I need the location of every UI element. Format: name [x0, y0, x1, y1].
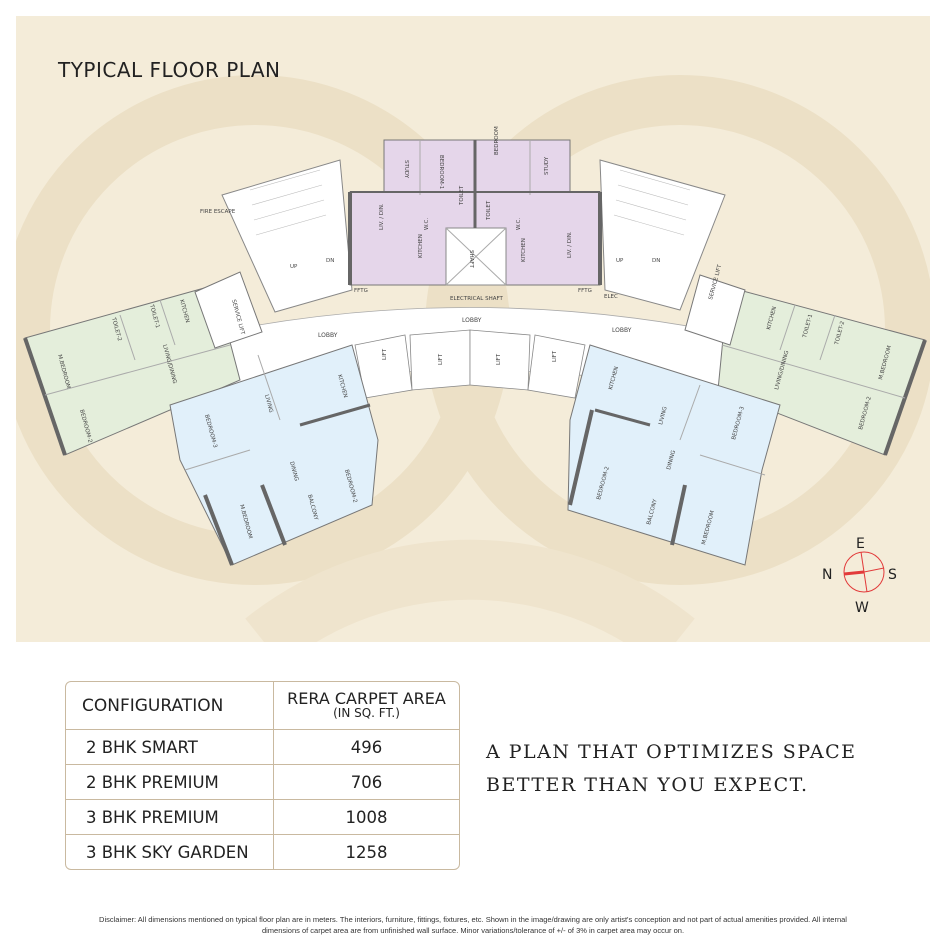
config-cell: 3 BHK PREMIUM	[66, 799, 274, 835]
header-area-unit: (IN SQ. FT.)	[333, 705, 400, 720]
label-bedroom-right: BEDROOM	[494, 126, 500, 155]
label-toilet-right: TOILET	[486, 200, 492, 221]
label-dining-blue-left: DINING	[288, 461, 299, 482]
disclaimer: Disclaimer: All dimensions mentioned on …	[20, 914, 926, 936]
compass-ring	[843, 551, 885, 593]
label-lobby-left: LOBBY	[318, 332, 338, 339]
label-kitchen-blue-left: KITCHEN	[336, 374, 348, 399]
floor-plan-panel: LOBBY LOBBY LOBBY ELECTRICAL SHAFT SHAFT…	[16, 16, 930, 642]
label-bedroom-1-left: BEDROOM-1	[438, 155, 444, 189]
label-dining-blue-right: DINING	[666, 450, 677, 471]
config-cell: 2 BHK PREMIUM	[66, 764, 274, 800]
compass-north-needle	[843, 570, 865, 576]
lift-core	[354, 329, 586, 399]
compass: E N S W	[822, 536, 897, 616]
label-fire-escape: FIRE ESCAPE	[200, 209, 236, 215]
unit-2bhk-premium-left	[23, 271, 263, 456]
compass-n: N	[822, 567, 832, 583]
header-area: RERA CARPET AREA(IN SQ. FT.)	[273, 682, 459, 730]
unit-2bhk-premium-right	[684, 274, 927, 456]
label-dn-right: DN	[652, 258, 660, 264]
compass-s: S	[888, 567, 897, 583]
unit-2bhk-smart	[348, 139, 602, 286]
label-kitchen-green-left: KITCHEN	[178, 299, 190, 324]
label-kitchen-right: KITCHEN	[521, 238, 527, 262]
label-toilet-left: TOILET	[459, 185, 465, 206]
label-fftg-right: FFTG	[578, 288, 592, 294]
unit-3bhk-left	[169, 344, 379, 566]
header-area-label: RERA CARPET AREA	[287, 688, 446, 708]
label-dn-left: DN	[326, 258, 334, 264]
label-up-right: UP	[616, 258, 624, 264]
stair-right	[599, 159, 726, 311]
compass-e: E	[856, 536, 865, 552]
tagline-line-2: BETTER THAN YOU EXPECT.	[486, 774, 809, 796]
label-lift-3: LIFT	[496, 353, 502, 365]
label-lobby-right: LOBBY	[612, 327, 632, 334]
label-lift-1: LIFT	[382, 348, 388, 360]
config-cell: 2 BHK SMART	[66, 729, 274, 765]
label-kitchen-green-right: KITCHEN	[766, 306, 778, 331]
label-living-blue-right: LIVING	[658, 406, 669, 425]
label-electrical-shaft: ELECTRICAL SHAFT	[450, 296, 504, 302]
disclaimer-line-1: Disclaimer: All dimensions mentioned on …	[99, 915, 847, 924]
page-title: TYPICAL FLOOR PLAN	[58, 58, 281, 82]
compass-w: W	[855, 600, 869, 616]
header-configuration: CONFIGURATION	[66, 682, 274, 730]
area-cell: 1008	[273, 799, 459, 835]
disclaimer-line-2: dimensions of carpet area are from unfin…	[261, 926, 685, 935]
stair-steps	[249, 169, 691, 236]
config-cell: 3 BHK SKY GARDEN	[66, 834, 274, 869]
stair-left	[221, 159, 353, 313]
label-lobby-center: LOBBY	[462, 317, 482, 324]
label-study-right: STUDY	[544, 156, 550, 175]
area-cell: 1258	[273, 834, 459, 869]
area-cell: 706	[273, 764, 459, 800]
area-cell: 496	[273, 729, 459, 765]
label-kitchen-blue-right: KITCHEN	[608, 366, 620, 391]
label-elec: ELEC	[604, 294, 618, 300]
label-livdin-right: LIV. / DIN.	[567, 231, 573, 258]
label-wc-right: W.C.	[516, 218, 522, 230]
floor-plan-drawing: LOBBY LOBBY LOBBY ELECTRICAL SHAFT SHAFT…	[16, 75, 930, 642]
label-lift-2: LIFT	[438, 353, 444, 365]
label-up-left: UP	[290, 264, 298, 270]
label-lift-4: LIFT	[552, 350, 558, 362]
label-study-left: STUDY	[403, 160, 409, 179]
label-kitchen-left: KITCHEN	[418, 234, 424, 258]
table-header-row: CONFIGURATION RERA CARPET AREA(IN SQ. FT…	[66, 682, 459, 730]
tagline: A PLAN THAT OPTIMIZES SPACE BETTER THAN …	[486, 736, 926, 802]
tagline-line-1: A PLAN THAT OPTIMIZES SPACE	[486, 741, 857, 763]
label-fftg-left: FFTG	[354, 288, 368, 294]
label-wc-left: W.C.	[424, 218, 430, 230]
label-livdin-left: LIV. / DIN.	[379, 203, 385, 230]
carpet-area-table: CONFIGURATION RERA CARPET AREA(IN SQ. FT…	[65, 681, 460, 870]
unit-3bhk-right	[567, 344, 781, 566]
label-living-blue-left: LIVING	[263, 394, 274, 413]
label-shaft: SHAFT	[468, 250, 474, 268]
